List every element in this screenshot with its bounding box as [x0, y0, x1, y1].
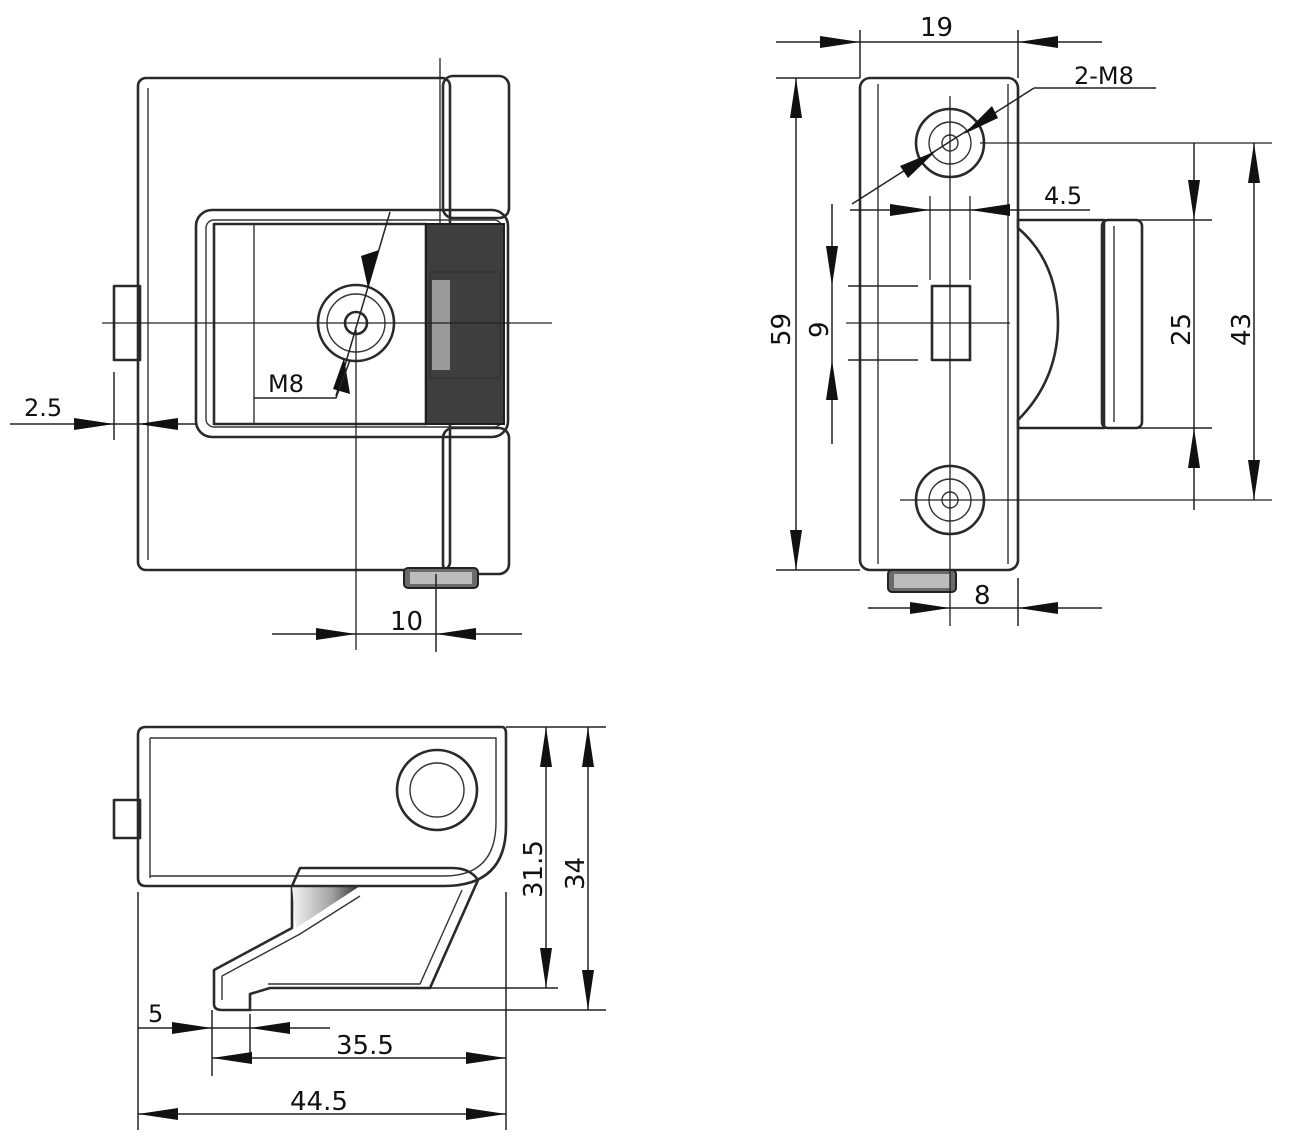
top-tab: [112, 798, 142, 840]
front-slot-label: 9: [805, 321, 835, 338]
top-body: [136, 725, 508, 888]
top-width-2-label: 44.5: [290, 1087, 348, 1117]
top-offset-label: 5: [148, 1000, 163, 1028]
side-offset-label: 2.5: [24, 394, 62, 422]
top-height-2-label: 34: [561, 857, 591, 890]
side-thread-label: M8: [268, 370, 304, 398]
top-height-1-label: 31.5: [519, 840, 549, 898]
front-thread-label: 2-M8: [1074, 62, 1134, 90]
front-span-25-label: 25: [1167, 313, 1197, 346]
hinge-barrel-top: [441, 74, 511, 220]
front-view: 19 2-M8 4.5 8 59 9 25 43: [767, 13, 1272, 626]
front-inset-label: 4.5: [1044, 182, 1082, 210]
front-span-43-label: 43: [1227, 313, 1257, 346]
hinge-barrel-bottom: [441, 426, 511, 576]
side-block-window: [429, 271, 501, 379]
front-lug: [1100, 218, 1144, 430]
front-bottom-label: 8: [974, 581, 991, 611]
front-top-label: 19: [920, 13, 953, 43]
top-width-1-label: 35.5: [336, 1031, 394, 1061]
side-view: 2.5 M8 10: [10, 58, 552, 652]
side-body: [136, 76, 452, 572]
top-bolt-inner: [409, 762, 465, 818]
top-bolt-outer: [395, 748, 479, 832]
top-view: 5 35.5 44.5 31.5 34: [112, 725, 606, 1130]
side-bottom-label: 10: [390, 607, 423, 637]
front-wing: [1016, 218, 1106, 430]
front-body: [858, 76, 1020, 572]
front-height-label: 59: [767, 313, 797, 346]
top-lever: [212, 866, 480, 1012]
